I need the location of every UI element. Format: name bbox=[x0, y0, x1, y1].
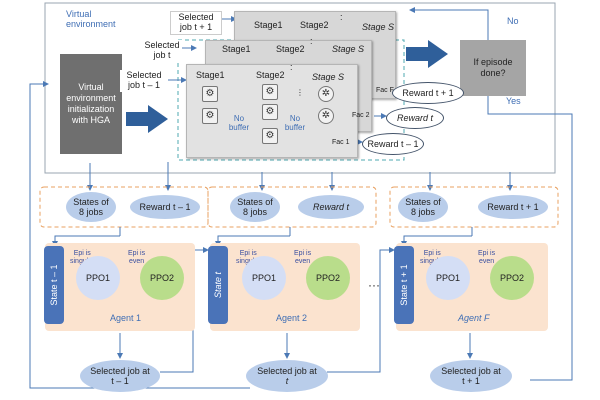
stage2-label-back: Stage2 bbox=[300, 20, 329, 30]
agent-f-label: Agent F bbox=[458, 313, 490, 323]
ppo2-node-2: PPO2 bbox=[306, 256, 350, 300]
fac-f-label: Fac F bbox=[376, 87, 394, 94]
episode-done-box: If episode done? bbox=[460, 40, 526, 96]
group-frame-2 bbox=[207, 186, 377, 228]
no-label: No bbox=[507, 16, 519, 26]
agents-ellipsis: ··· bbox=[368, 278, 380, 292]
machine-icon: ⚙ bbox=[262, 84, 278, 100]
dots-front: : bbox=[290, 62, 293, 72]
dots-middle: : bbox=[310, 36, 313, 46]
fac-2-label: Fac 2 bbox=[352, 112, 370, 119]
stages-to-episode-arrow bbox=[406, 40, 448, 68]
stage-s-label-middle: Stage S bbox=[332, 44, 365, 54]
machine-icon: ⚙ bbox=[202, 108, 218, 124]
ppo2-node-1: PPO2 bbox=[140, 256, 184, 300]
machine-icon: ⚙ bbox=[262, 104, 278, 120]
ppo1-node-2: PPO1 bbox=[242, 256, 286, 300]
agent-2-label: Agent 2 bbox=[276, 313, 308, 323]
fac-1-label: Fac 1 bbox=[332, 139, 350, 146]
stage1-label-back: Stage1 bbox=[254, 20, 283, 30]
virtual-environment-title: Virtual environment bbox=[66, 9, 116, 29]
yes-label: Yes bbox=[506, 96, 521, 106]
dots-vertical: ⋮ bbox=[296, 88, 304, 97]
reward-oval-2: Reward t bbox=[298, 195, 364, 219]
agent-1-label: Agent 1 bbox=[110, 313, 142, 323]
state-bar-1: State t – 1 bbox=[44, 246, 64, 324]
group-frame-3 bbox=[389, 186, 559, 228]
reward-prev-oval: Reward t – 1 bbox=[362, 133, 424, 155]
machine-icon: ⚙ bbox=[202, 86, 218, 102]
virtual-environment-init-box: Virtual environment initialization with … bbox=[60, 54, 122, 154]
reward-oval-3: Reward t + 1 bbox=[478, 195, 548, 219]
reward-current-oval: Reward t bbox=[386, 107, 444, 129]
stage-s-label-front: Stage S bbox=[312, 72, 345, 82]
init-to-stages-arrow bbox=[126, 105, 168, 133]
stage1-label-middle: Stage1 bbox=[222, 44, 251, 54]
stage2-label-middle: Stage2 bbox=[276, 44, 305, 54]
state-bar-3: State t + 1 bbox=[394, 246, 414, 324]
ppo1-node-1: PPO1 bbox=[76, 256, 120, 300]
gear-icon: ✲ bbox=[318, 86, 334, 102]
reward-next-oval: Reward t + 1 bbox=[392, 82, 464, 104]
reward-oval-1: Reward t – 1 bbox=[130, 195, 200, 219]
stage2-label-front: Stage2 bbox=[256, 70, 285, 80]
gear-icon: ✲ bbox=[318, 108, 334, 124]
stage1-label-front: Stage1 bbox=[196, 70, 225, 80]
state-bar-2: State t bbox=[208, 246, 228, 324]
stage-s-label-back: Stage S bbox=[362, 22, 395, 32]
virtual-environment-frame bbox=[44, 2, 556, 174]
machine-icon: ⚙ bbox=[262, 128, 278, 144]
ppo2-node-3: PPO2 bbox=[490, 256, 534, 300]
dots-back: : bbox=[340, 12, 343, 22]
ppo1-node-3: PPO1 bbox=[426, 256, 470, 300]
